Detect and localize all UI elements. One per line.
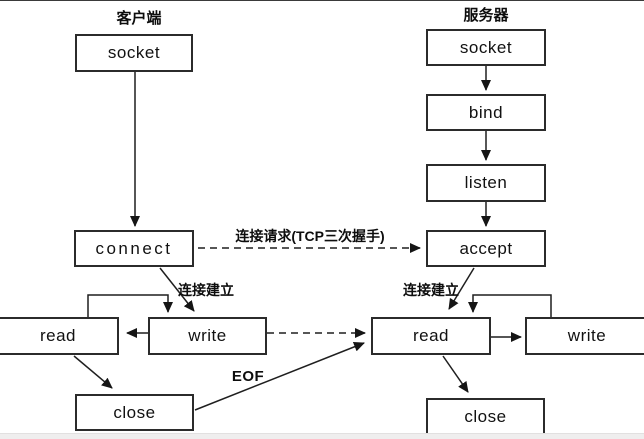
node-server-accept: accept xyxy=(426,230,546,267)
edge-client-connect-write xyxy=(159,267,195,312)
edge-client-read-close xyxy=(73,355,113,389)
edge-label-connection-established-client: 连接建立 xyxy=(178,282,234,298)
edge-eof xyxy=(194,342,365,411)
bottom-strip xyxy=(0,433,644,439)
edge-server-write-read-loop xyxy=(468,294,552,317)
server-column-header: 服务器 xyxy=(463,7,509,24)
edge-label-handshake: 连接请求(TCP三次握手) xyxy=(235,228,385,244)
edge-server-read-close xyxy=(442,355,469,393)
node-server-write: write xyxy=(525,317,644,355)
node-server-bind: bind xyxy=(426,94,546,131)
edge-client-read-write-loop xyxy=(87,294,173,317)
node-client-write: write xyxy=(148,317,267,355)
client-column-header: 客户端 xyxy=(116,10,162,27)
edge-label-connection-established-server: 连接建立 xyxy=(403,282,459,298)
node-client-close: close xyxy=(75,394,194,431)
node-client-socket: socket xyxy=(75,34,193,72)
node-client-read: read xyxy=(0,317,119,355)
node-server-close: close xyxy=(426,398,545,436)
edge-server-accept-read xyxy=(448,267,475,310)
node-server-listen: listen xyxy=(426,164,546,202)
node-server-socket: socket xyxy=(426,29,546,66)
node-client-connect: connect xyxy=(74,230,194,267)
node-server-read: read xyxy=(371,317,491,355)
edge-label-eof: EOF xyxy=(231,368,265,385)
top-border-line xyxy=(0,0,644,1)
